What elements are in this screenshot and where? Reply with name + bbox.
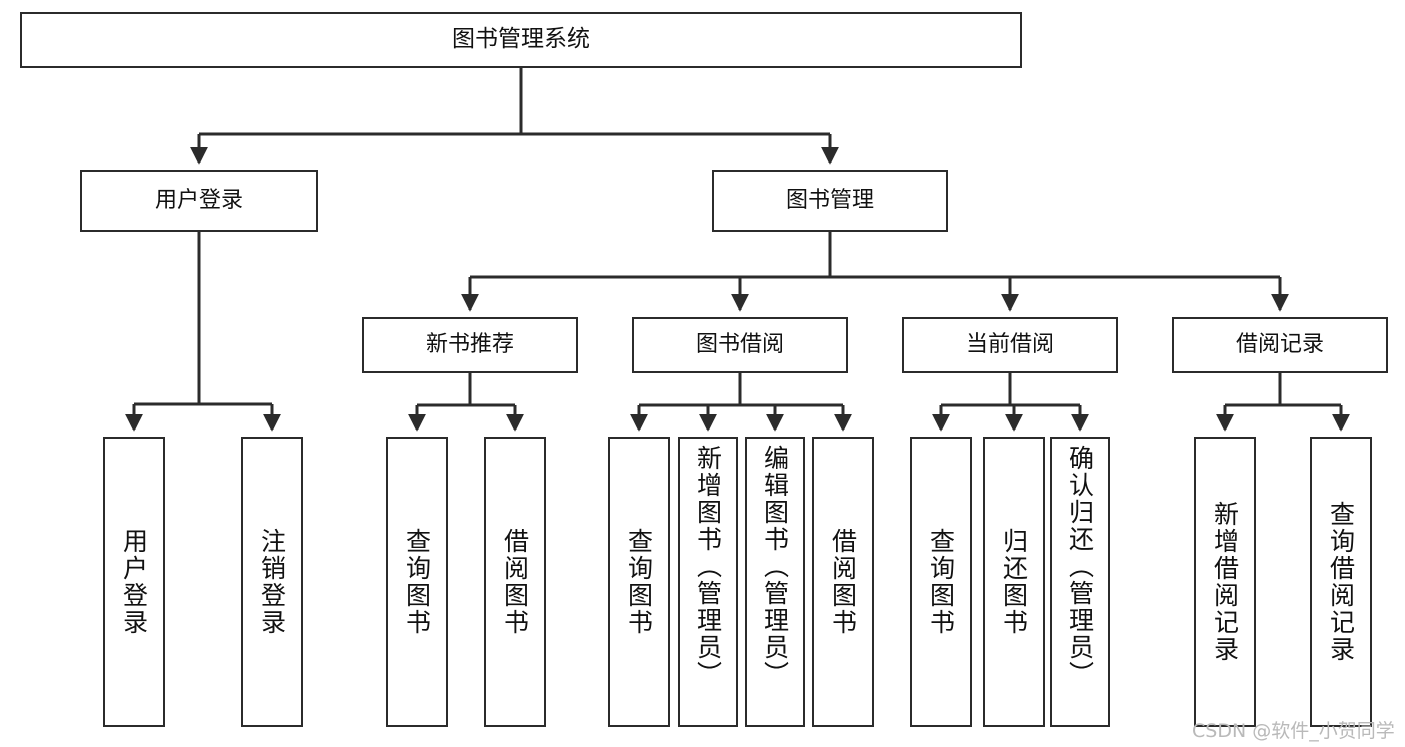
node-book-borrow-label: 图书借阅 (695, 332, 784, 358)
node-book-manage[interactable]: 图书管理 (712, 170, 948, 232)
node-book-manage-label: 图书管理 (785, 188, 874, 214)
node-new-book-rec-label: 新书推荐 (425, 332, 514, 358)
node-current-borrow[interactable]: 当前借阅 (902, 317, 1118, 373)
node-leaf-add-borrow-rec-label: 新增借阅记录 (1210, 501, 1240, 663)
node-leaf-logout-label: 注销登录 (257, 528, 287, 636)
node-user-login[interactable]: 用户登录 (80, 170, 318, 232)
node-leaf-confirm-return[interactable]: 确认归还（管理员） (1050, 437, 1110, 727)
node-leaf-return-book[interactable]: 归还图书 (983, 437, 1045, 727)
node-leaf-query-book-bor-label: 查询图书 (624, 528, 654, 636)
node-root[interactable]: 图书管理系统 (20, 12, 1022, 68)
node-book-borrow[interactable]: 图书借阅 (632, 317, 848, 373)
node-leaf-borrow-book-bor[interactable]: 借阅图书 (812, 437, 874, 727)
node-leaf-logout[interactable]: 注销登录 (241, 437, 303, 727)
node-leaf-add-book-admin[interactable]: 新增图书（管理员） (678, 437, 738, 727)
node-leaf-borrow-book-rec-label: 借阅图书 (500, 528, 530, 636)
node-current-borrow-label: 当前借阅 (965, 332, 1054, 358)
node-leaf-query-book-rec[interactable]: 查询图书 (386, 437, 448, 727)
node-borrow-record[interactable]: 借阅记录 (1172, 317, 1388, 373)
node-leaf-query-book-bor[interactable]: 查询图书 (608, 437, 670, 727)
node-leaf-user-login[interactable]: 用户登录 (103, 437, 165, 727)
node-leaf-query-book-cur[interactable]: 查询图书 (910, 437, 972, 727)
node-leaf-confirm-return-label: 确认归还（管理员） (1065, 445, 1095, 688)
node-leaf-borrow-book-rec[interactable]: 借阅图书 (484, 437, 546, 727)
node-borrow-record-label: 借阅记录 (1235, 332, 1324, 358)
node-leaf-edit-book-admin[interactable]: 编辑图书（管理员） (745, 437, 805, 727)
node-leaf-edit-book-admin-label: 编辑图书（管理员） (760, 445, 790, 688)
node-leaf-add-book-admin-label: 新增图书（管理员） (693, 445, 723, 688)
node-user-login-label: 用户登录 (154, 188, 243, 214)
node-root-label: 图书管理系统 (452, 26, 590, 53)
node-leaf-query-borrow-rec-label: 查询借阅记录 (1326, 501, 1356, 663)
node-leaf-query-book-cur-label: 查询图书 (926, 528, 956, 636)
node-leaf-user-login-label: 用户登录 (119, 528, 149, 636)
node-leaf-borrow-book-bor-label: 借阅图书 (828, 528, 858, 636)
node-leaf-return-book-label: 归还图书 (999, 528, 1029, 636)
node-leaf-query-borrow-rec[interactable]: 查询借阅记录 (1310, 437, 1372, 727)
node-leaf-add-borrow-rec[interactable]: 新增借阅记录 (1194, 437, 1256, 727)
node-leaf-query-book-rec-label: 查询图书 (402, 528, 432, 636)
node-new-book-rec[interactable]: 新书推荐 (362, 317, 578, 373)
